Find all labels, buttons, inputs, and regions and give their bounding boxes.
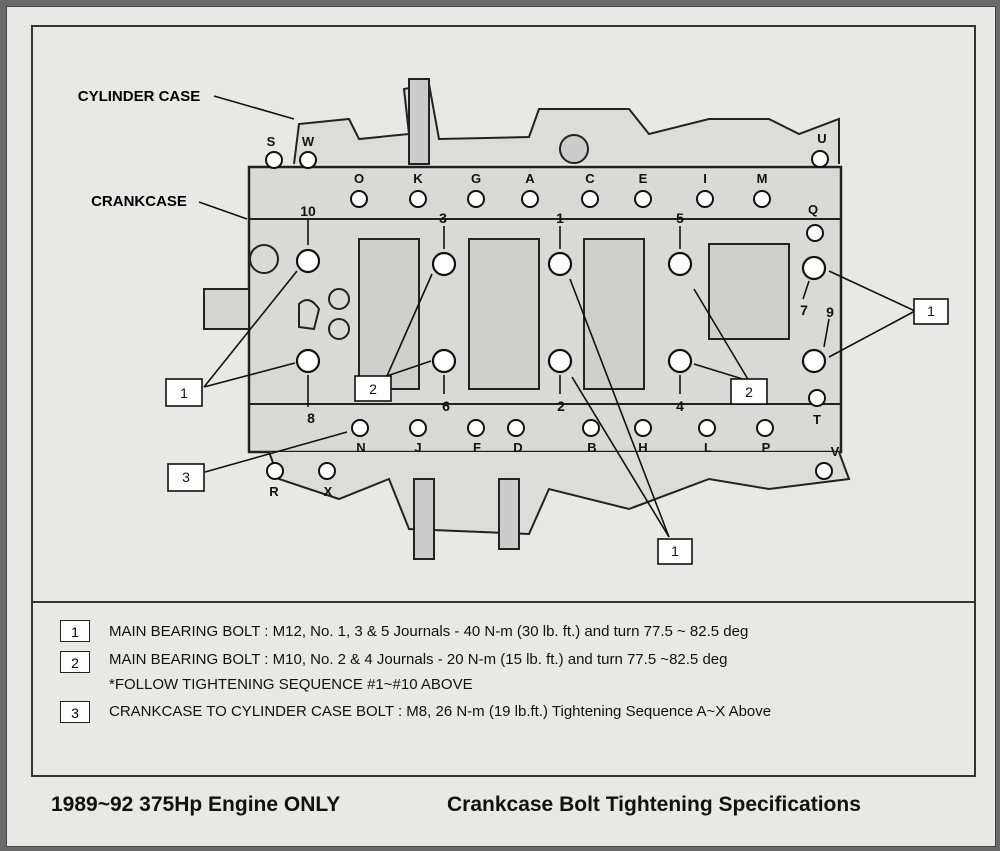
bottom-bolt-letter-11: V: [831, 444, 840, 459]
sequence-number-9: 4: [676, 398, 684, 414]
top-bolt-letter-5: A: [525, 171, 535, 186]
spec-2-number-box: 2: [60, 651, 90, 673]
top-bolt-letter-6: C: [585, 171, 595, 186]
cylinder-case-label: CYLINDER CASE: [78, 88, 201, 105]
sequence-number-4: 7: [800, 302, 808, 318]
sequence-number-8: 2: [557, 398, 565, 414]
bottom-bolt-letter-2: F: [473, 440, 481, 455]
bottom-bolt-letter-7: P: [762, 440, 771, 455]
spec-2-text: MAIN BEARING BOLT : M10, No. 2 & 4 Journ…: [109, 651, 728, 668]
spec-3-text: CRANKCASE TO CYLINDER CASE BOLT : M8, 26…: [109, 703, 772, 720]
bottom-bolt-letter-4: B: [587, 440, 596, 455]
top-bolt-letter-1: W: [302, 134, 315, 149]
spec-2-note: *FOLLOW TIGHTENING SEQUENCE #1~#10 ABOVE: [109, 676, 473, 693]
top-bolt-letter-11: Q: [808, 202, 818, 217]
crankcase-label: CRANKCASE: [91, 193, 187, 210]
engine-scope-title: 1989~92 375Hp Engine ONLY: [51, 793, 341, 816]
perimeter-bolts: [265, 150, 833, 480]
bottom-bolt-letter-0: N: [356, 440, 365, 455]
callout-number-1: 1: [927, 303, 935, 319]
bottom-bolt-letter-10: X: [324, 484, 333, 499]
callout-number-5: 3: [182, 469, 190, 485]
footer-title: 1989~92 375Hp Engine ONLY Crankcase Bolt…: [7, 793, 1000, 833]
sequence-number-0: 10: [300, 203, 316, 219]
sequence-number-6: 8: [307, 410, 315, 426]
callout-number-0: 1: [180, 385, 188, 401]
bottom-bolt-letter-3: D: [513, 440, 522, 455]
sequence-number-3: 5: [676, 210, 684, 226]
bottom-bolt-letter-8: T: [813, 412, 821, 427]
engine-diagram: 1 1 1 2 2 3 S W O K G A C E I M U Q N J F D B H L P T R X V 10 3 1 5 7 9 8…: [78, 78, 949, 565]
bottom-bolt-letter-6: L: [704, 440, 712, 455]
engine-block-drawing: [203, 78, 851, 560]
sequence-number-1: 3: [439, 210, 447, 226]
page-frame: 1 1 1 2 2 3 S W O K G A C E I M U Q N J F D B H L P T R X V 10 3 1 5 7 9 8…: [6, 6, 996, 847]
bottom-bolt-letter-1: J: [414, 440, 421, 455]
callout-number-4: 2: [745, 384, 753, 400]
sequence-number-2: 1: [556, 210, 564, 226]
sequence-number-7: 6: [442, 398, 450, 414]
sequence-number-5: 9: [826, 304, 834, 320]
bottom-bolt-letter-9: R: [269, 484, 279, 499]
callout-number-3: 2: [369, 381, 377, 397]
spec-1-number-box: 1: [60, 620, 90, 642]
callout-leaders: [198, 95, 916, 538]
top-bolt-letter-3: K: [413, 171, 423, 186]
engine-diagram-panel: 1 1 1 2 2 3 S W O K G A C E I M U Q N J F D B H L P T R X V 10 3 1 5 7 9 8…: [31, 25, 976, 603]
top-bolt-letter-9: M: [757, 171, 768, 186]
top-bolt-letter-0: S: [267, 134, 276, 149]
top-bolt-letter-10: U: [817, 131, 826, 146]
callout-number-2: 1: [671, 543, 679, 559]
main-bearing-bolts: [295, 248, 827, 374]
top-bolt-letter-4: G: [471, 171, 481, 186]
specification-panel: 1 MAIN BEARING BOLT : M12, No. 1, 3 & 5 …: [31, 601, 976, 777]
top-bolt-letter-2: O: [354, 171, 364, 186]
spec-3-number-box: 3: [60, 701, 90, 723]
sequence-arrows: [307, 219, 830, 407]
document-title: Crankcase Bolt Tightening Specifications: [447, 793, 861, 816]
top-bolt-letter-8: I: [703, 171, 707, 186]
spec-1-text: MAIN BEARING BOLT : M12, No. 1, 3 & 5 Jo…: [109, 623, 749, 640]
callout-boxes: [165, 298, 949, 565]
top-bolt-letter-7: E: [639, 171, 648, 186]
bottom-bolt-letter-5: H: [638, 440, 647, 455]
